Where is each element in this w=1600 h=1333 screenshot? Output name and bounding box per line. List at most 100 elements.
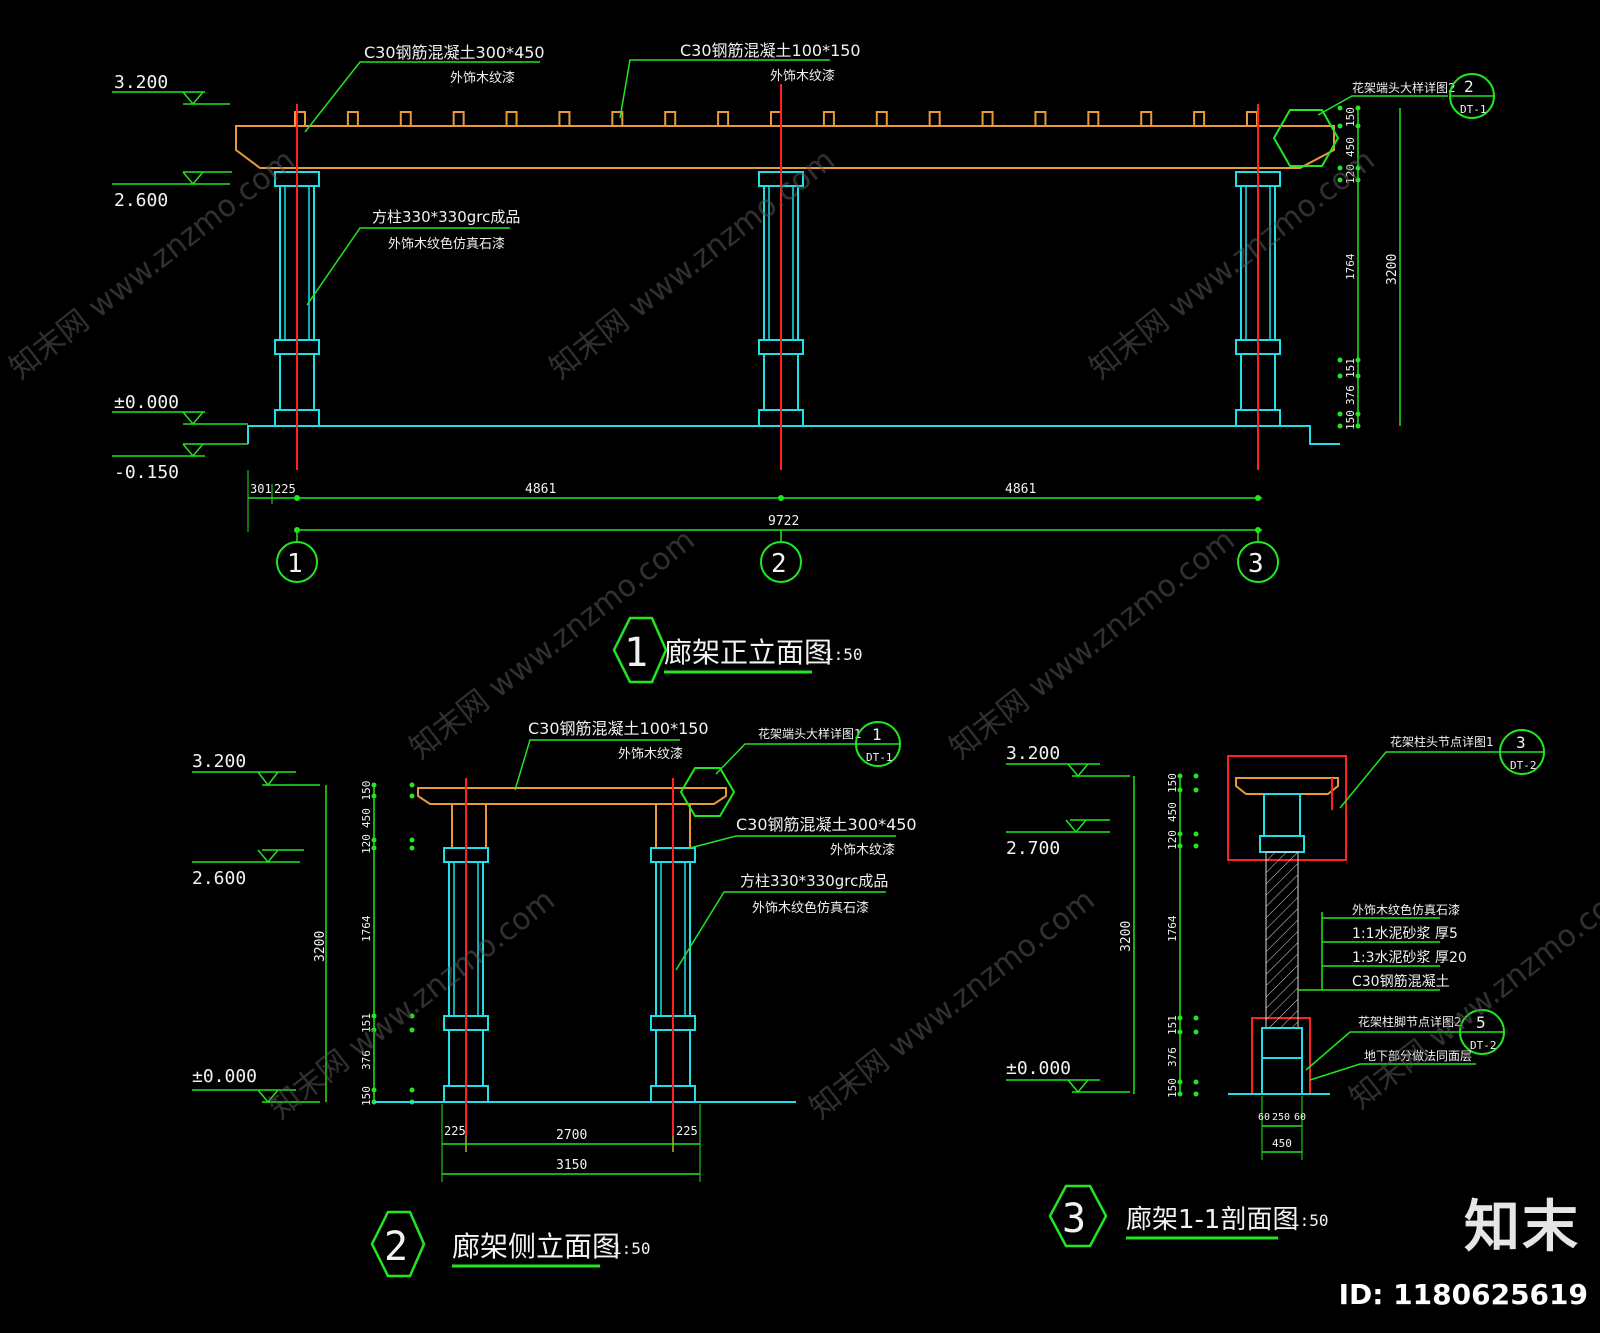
dim-label: 450 bbox=[360, 808, 373, 828]
note-rafter-sub: 外饰木纹漆 bbox=[770, 68, 835, 84]
detail-circle-beam-end bbox=[1272, 109, 1340, 167]
svg-text:2: 2 bbox=[384, 1224, 408, 1270]
dim-label: 120 bbox=[1344, 164, 1357, 184]
detail-mark-sheet: DT-1 bbox=[1460, 103, 1487, 116]
section-bottom-dims: 60 250 60 450 bbox=[1258, 1096, 1306, 1160]
rafter-end bbox=[822, 111, 835, 127]
title-text: 廊架正立面图 bbox=[664, 636, 832, 669]
level-marker-minus-0150: -0.150 bbox=[112, 443, 248, 483]
svg-text:±0.000: ±0.000 bbox=[192, 1066, 257, 1087]
note-beam: C30钢筋混凝土300*450 bbox=[364, 43, 545, 62]
dim-4861-a: 4861 bbox=[525, 482, 556, 497]
dim-label: 151 bbox=[1344, 358, 1357, 378]
column-section-hatch bbox=[1265, 851, 1299, 1029]
svg-text:2.600: 2.600 bbox=[192, 868, 246, 889]
rafter-end bbox=[1193, 111, 1206, 127]
svg-text:DT-2: DT-2 bbox=[1510, 759, 1537, 772]
svg-text:DT-2: DT-2 bbox=[1470, 1039, 1497, 1052]
dim-label: 376 bbox=[1344, 385, 1357, 405]
rafter-end bbox=[399, 111, 412, 127]
dim-label: 150 bbox=[360, 781, 373, 801]
rafter-end bbox=[346, 111, 359, 127]
axis-bubble-2: 2 bbox=[760, 530, 802, 583]
note-beam-sub: 外饰木纹漆 bbox=[450, 70, 515, 86]
axis-bubble-1: 1 bbox=[276, 530, 318, 583]
svg-text:2: 2 bbox=[771, 549, 787, 579]
detail-circle-side bbox=[679, 767, 736, 817]
svg-text:3.200: 3.200 bbox=[192, 751, 246, 772]
rafter-end bbox=[1034, 111, 1047, 127]
svg-text:1:1水泥砂浆 厚5: 1:1水泥砂浆 厚5 bbox=[1352, 926, 1458, 942]
rafter-end bbox=[558, 111, 571, 127]
bottom-dimensions: 301 225 4861 4861 9722 bbox=[247, 470, 1262, 533]
svg-text:花架端头大样详图1: 花架端头大样详图1 bbox=[758, 726, 862, 741]
level-0000: ±0.000 bbox=[114, 392, 179, 413]
note-rafter: C30钢筋混凝土100*150 bbox=[680, 41, 861, 60]
level-marker-2600-side: 2.600 bbox=[192, 849, 304, 889]
title-section: 3 廊架1-1剖面图 1:50 bbox=[1048, 1184, 1329, 1248]
svg-text:外饰木纹色仿真石漆: 外饰木纹色仿真石漆 bbox=[1352, 903, 1460, 917]
svg-text:廊架侧立面图: 廊架侧立面图 bbox=[452, 1230, 620, 1263]
svg-text:外饰木纹漆: 外饰木纹漆 bbox=[830, 842, 895, 858]
dim-label: 376 bbox=[1166, 1047, 1179, 1067]
dim-label: 151 bbox=[360, 1013, 373, 1033]
level-marker-3200-side: 3.200 bbox=[192, 751, 320, 787]
leader-rafter-note bbox=[619, 59, 830, 119]
level-marker-0000-sec: ±0.000 bbox=[1006, 1058, 1130, 1094]
rafter-end bbox=[928, 111, 941, 127]
svg-text:DT-1: DT-1 bbox=[866, 751, 893, 764]
svg-text:1: 1 bbox=[287, 549, 303, 579]
svg-text:5: 5 bbox=[1476, 1013, 1486, 1032]
dim-label: 1764 bbox=[360, 915, 373, 942]
rafter-end bbox=[505, 111, 518, 127]
bottom-dimensions-side: 225 2700 225 3150 bbox=[441, 1104, 701, 1182]
svg-text:250: 250 bbox=[1272, 1112, 1290, 1123]
svg-text:2700: 2700 bbox=[556, 1128, 587, 1143]
dim-label: 150 bbox=[1344, 107, 1357, 127]
svg-text:花架柱脚节点详图2: 花架柱脚节点详图2 bbox=[1358, 1014, 1462, 1029]
leader-column-note bbox=[306, 227, 510, 306]
level-marker-2700-sec: 2.700 bbox=[1006, 819, 1110, 859]
dim-right-total: 3200 bbox=[1385, 254, 1400, 285]
dim-label: 450 bbox=[1166, 802, 1179, 822]
dim-total: 9722 bbox=[768, 514, 799, 529]
svg-text:3200: 3200 bbox=[313, 931, 328, 962]
rafter-row bbox=[294, 111, 1258, 127]
level-marker-3200: 3.200 bbox=[112, 72, 230, 106]
note-column: 方柱330*330grc成品 bbox=[372, 208, 520, 226]
ground-line bbox=[247, 425, 1340, 445]
dim-4861-b: 4861 bbox=[1005, 482, 1036, 497]
dim-label: 150 bbox=[360, 1086, 373, 1106]
svg-text:225: 225 bbox=[676, 1124, 698, 1138]
main-beam bbox=[235, 125, 1335, 169]
brand-logo: 知末 bbox=[1464, 1195, 1580, 1260]
level-2600: 2.600 bbox=[114, 190, 168, 211]
dim-label: 450 bbox=[1344, 137, 1357, 157]
svg-text:3200: 3200 bbox=[1119, 921, 1134, 952]
rafter-end bbox=[717, 111, 730, 127]
rafter-end bbox=[981, 111, 994, 127]
leader-detail bbox=[1317, 95, 1448, 116]
level-minus-0150: -0.150 bbox=[114, 462, 179, 483]
dim-label: 150 bbox=[1166, 1078, 1179, 1098]
level-marker-0000: ±0.000 bbox=[112, 392, 248, 426]
dim-label: 1764 bbox=[1166, 915, 1179, 942]
svg-text:C30钢筋混凝土100*150: C30钢筋混凝土100*150 bbox=[528, 719, 709, 738]
svg-text:450: 450 bbox=[1272, 1137, 1292, 1150]
level-marker-2600: 2.600 bbox=[112, 171, 232, 211]
note-column-sub: 外饰木纹色仿真石漆 bbox=[388, 236, 505, 252]
svg-text:3.200: 3.200 bbox=[1006, 743, 1060, 764]
rafter-end bbox=[875, 111, 888, 127]
svg-text:1: 1 bbox=[872, 725, 882, 744]
rafter-end bbox=[452, 111, 465, 127]
svg-text:C30钢筋混凝土300*450: C30钢筋混凝土300*450 bbox=[736, 815, 917, 834]
svg-text:1: 1 bbox=[624, 630, 648, 676]
side-elevation: 3.200 2.600 ±0.000 150450120176415137615… bbox=[192, 719, 917, 1278]
svg-text:60: 60 bbox=[1258, 1112, 1270, 1123]
svg-text:225: 225 bbox=[444, 1124, 466, 1138]
svg-text:地下部分做法同面层: 地下部分做法同面层 bbox=[1364, 1048, 1472, 1063]
dim-label: 150 bbox=[1344, 410, 1357, 430]
title-side-elevation: 2 廊架侧立面图 1:50 bbox=[370, 1210, 651, 1278]
section-beam bbox=[1235, 777, 1339, 795]
